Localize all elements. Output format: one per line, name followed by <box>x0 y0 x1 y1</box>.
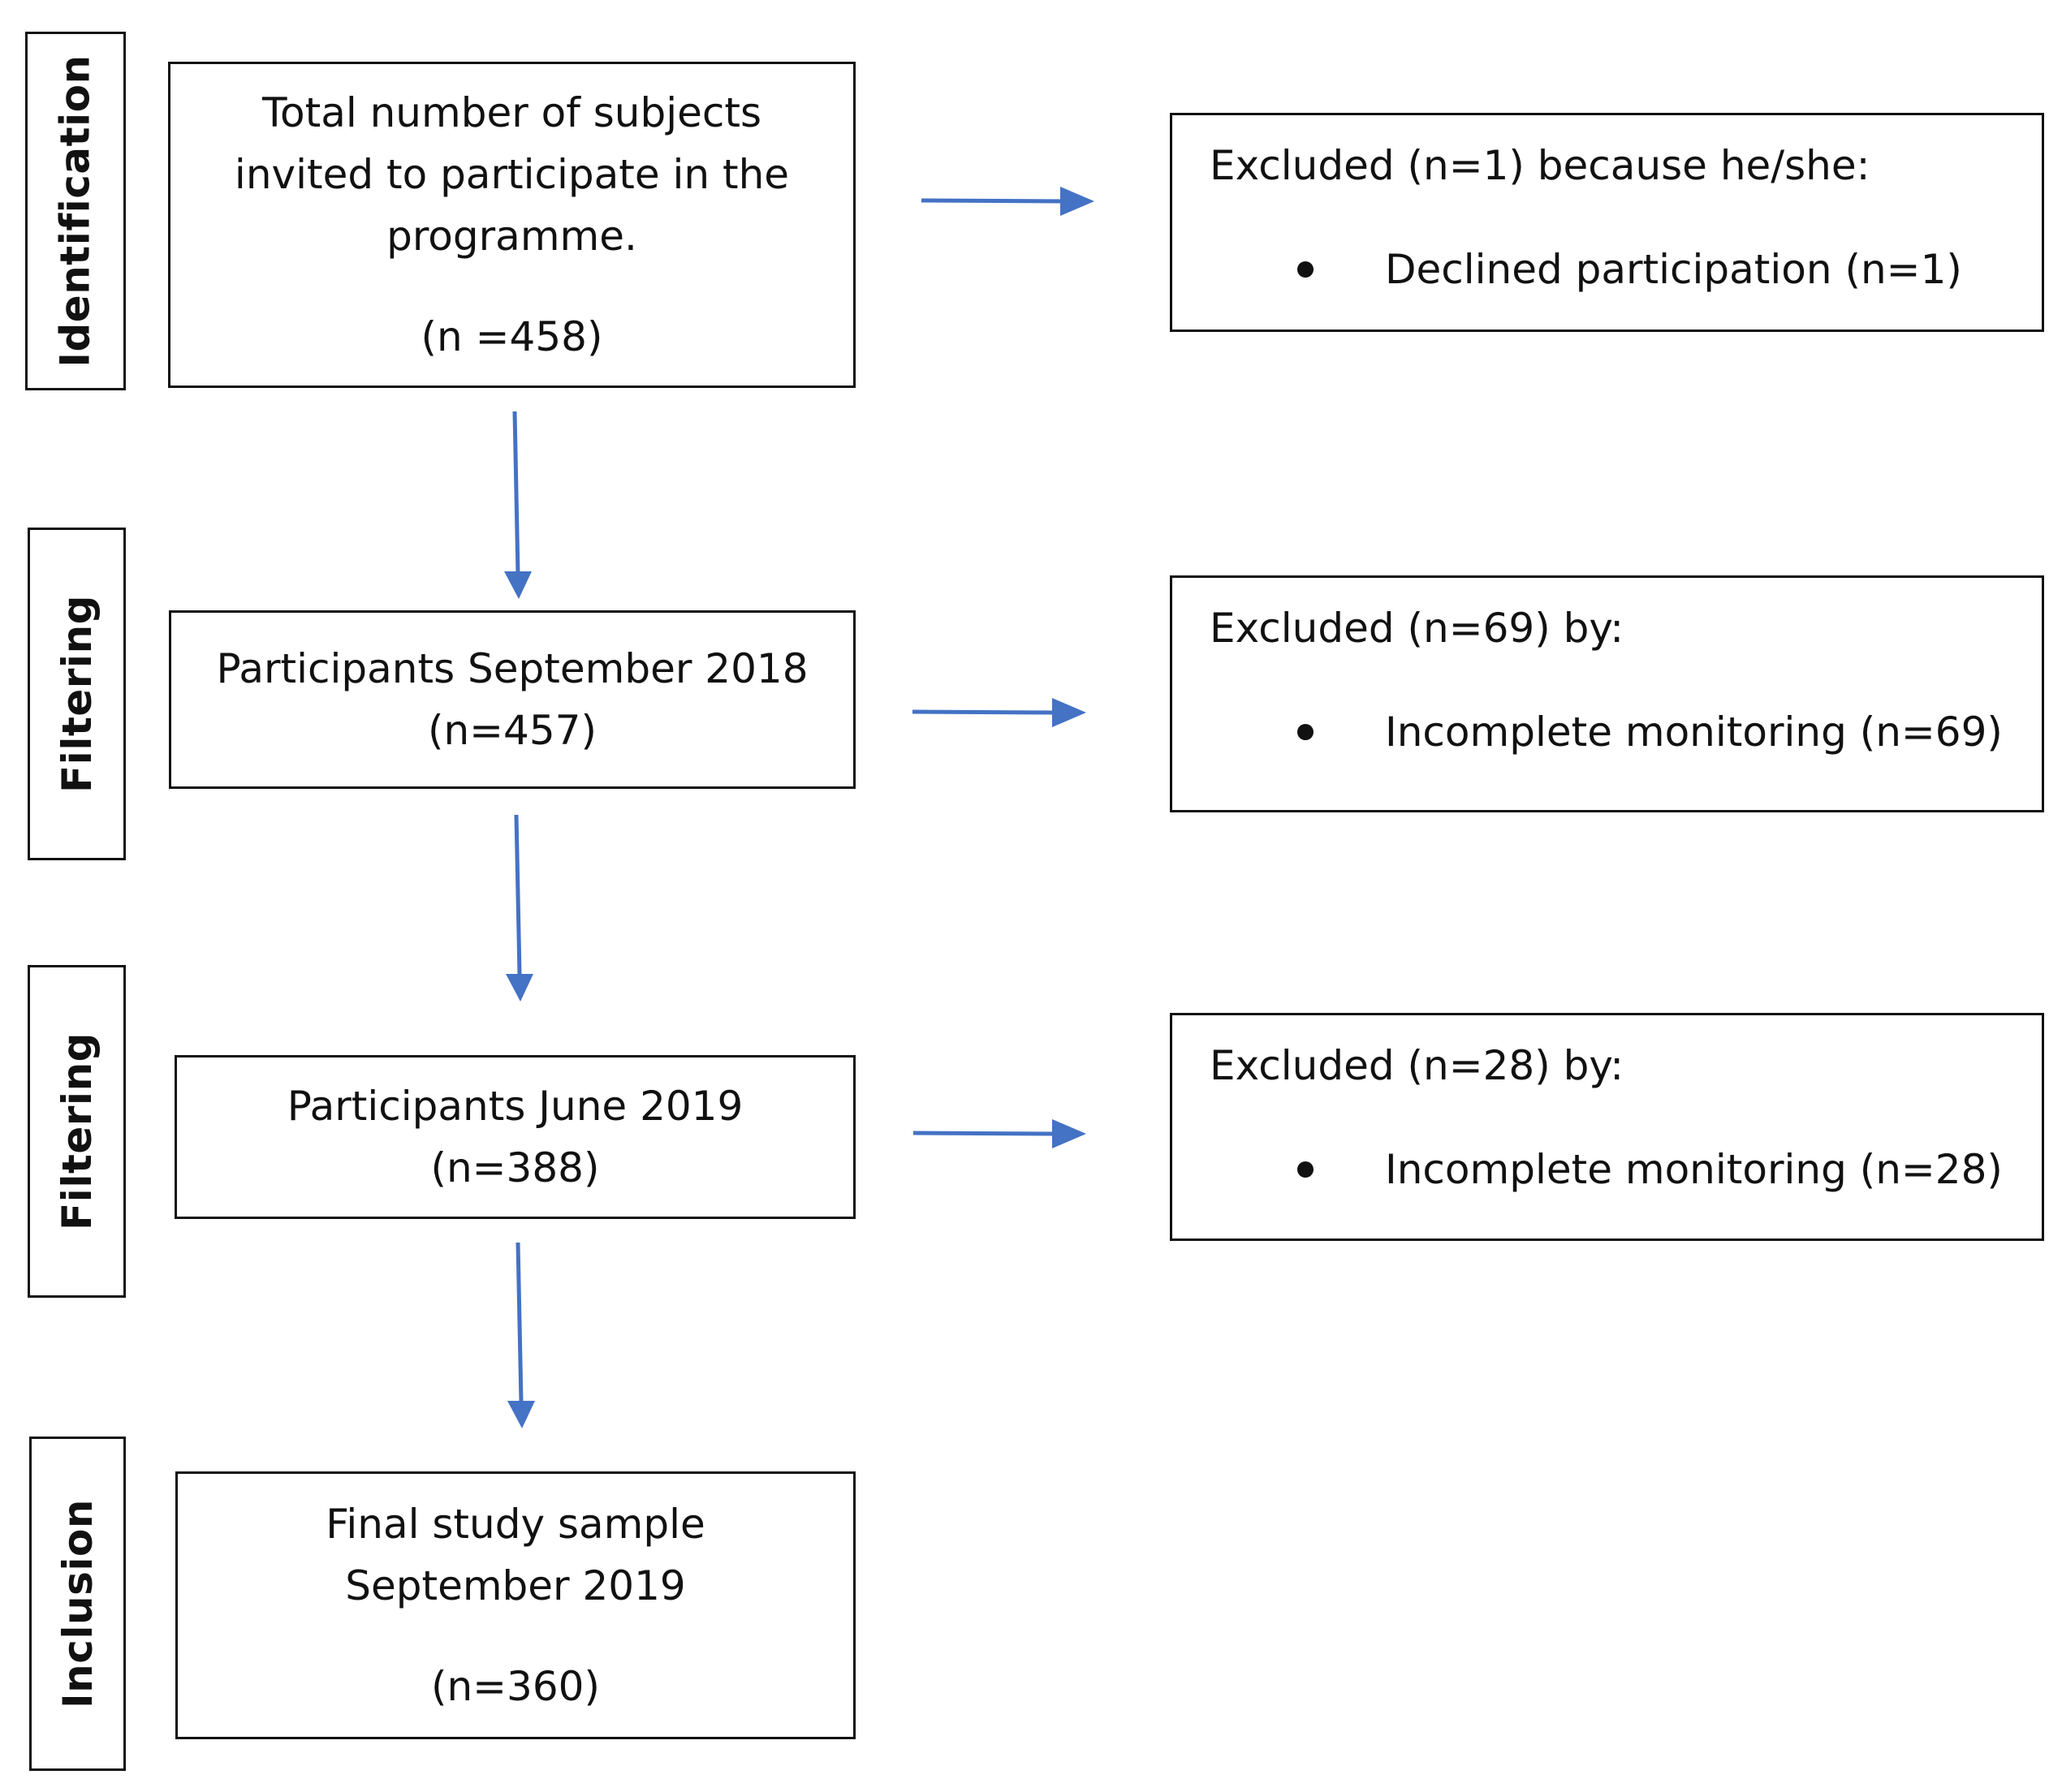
arrow-down-1 <box>512 411 520 575</box>
stage-label-identification: Identification <box>25 32 126 390</box>
exclusion-title: Excluded (n=1) because he/she: <box>1210 142 1870 189</box>
arrowhead-down-3 <box>507 1401 535 1428</box>
box-total-invited: Total number of subjects invited to part… <box>168 62 856 388</box>
box-exclusion-1: Excluded (n=1) because he/she: Declined … <box>1170 113 2044 332</box>
box-final-study-sample: Final study sample September 2019 (n=360… <box>175 1471 856 1739</box>
box-text-line: Participants June 2019 <box>287 1083 744 1130</box>
stage-label-filtering-2: Filtering <box>28 965 126 1298</box>
arrow-right-1 <box>921 198 1064 204</box>
box-text-line: Participants September 2018 <box>216 645 809 692</box>
arrowhead-right-1 <box>1060 187 1094 216</box>
arrow-right-2 <box>912 709 1056 715</box>
arrow-right-3 <box>912 1131 1056 1136</box>
box-count: (n=388) <box>430 1144 600 1191</box>
box-exclusion-3: Excluded (n=28) by: Incomplete monitorin… <box>1170 1013 2044 1241</box>
box-text-line: September 2019 <box>345 1562 686 1609</box>
exclusion-item-text: Incomplete monitoring (n=69) <box>1385 709 2003 756</box>
bullet-icon <box>1297 261 1314 278</box>
box-participants-june-2019: Participants June 2019 (n=388) <box>175 1055 856 1219</box>
arrowhead-down-2 <box>506 974 533 1002</box>
exclusion-item-text: Incomplete monitoring (n=28) <box>1385 1146 2003 1193</box>
exclusion-title: Excluded (n=69) by: <box>1210 605 1624 652</box>
arrowhead-down-1 <box>504 571 532 599</box>
exclusion-item: Declined participation (n=1) <box>1210 239 2042 300</box>
bullet-icon <box>1297 1161 1314 1178</box>
stage-label-filtering-1: Filtering <box>28 528 126 860</box>
exclusion-item-text: Declined participation (n=1) <box>1385 246 1962 293</box>
box-count: (n =458) <box>421 313 603 360</box>
arrowhead-right-3 <box>1052 1119 1086 1148</box>
exclusion-item: Incomplete monitoring (n=69) <box>1210 701 2042 763</box>
box-participants-september-2018: Participants September 2018 (n=457) <box>169 610 856 789</box>
exclusion-title: Excluded (n=28) by: <box>1210 1042 1624 1089</box>
arrow-down-2 <box>514 814 522 975</box>
exclusion-item: Incomplete monitoring (n=28) <box>1210 1139 2042 1200</box>
box-text-line: invited to participate in the <box>234 151 790 198</box>
box-text-line: Total number of subjects <box>261 89 762 136</box>
box-text-line: programme. <box>386 213 637 260</box>
box-count: (n=360) <box>430 1663 601 1710</box>
box-count: (n=457) <box>427 707 597 754</box>
box-exclusion-2: Excluded (n=69) by: Incomplete monitorin… <box>1170 575 2044 812</box>
stage-label-inclusion: Inclusion <box>29 1437 126 1771</box>
arrowhead-right-2 <box>1052 698 1086 727</box>
arrow-down-3 <box>516 1242 524 1403</box>
box-text-line: Final study sample <box>326 1501 705 1548</box>
bullet-icon <box>1297 724 1314 740</box>
